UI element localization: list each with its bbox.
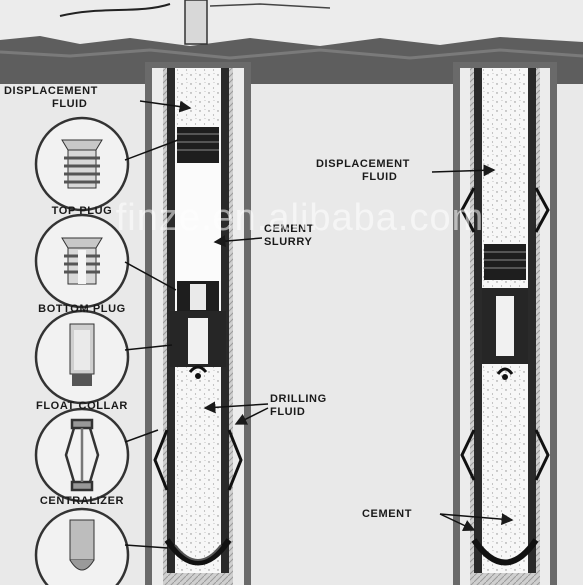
centralizer-upper-left xyxy=(153,429,243,491)
label-cement: CEMENT xyxy=(362,508,412,520)
label-bottom-plug: BOTTOM PLUG xyxy=(38,303,126,315)
label-top-plug: TOP PLUG xyxy=(52,205,113,217)
component-centralizer xyxy=(34,407,159,503)
component-top-plug xyxy=(34,116,179,212)
label-centralizer: CENTRALIZER xyxy=(40,495,124,507)
label-cement-slurry-2: SLURRY xyxy=(264,236,312,248)
label-cement-slurry-1: CEMENT xyxy=(264,223,314,235)
label-displacement-left-2: FLUID xyxy=(52,98,87,110)
cement-slurry-left xyxy=(175,163,221,281)
label-displacement-right-1: DISPLACEMENT xyxy=(316,158,410,170)
label-drilling-fluid-1: DRILLING xyxy=(270,393,327,405)
bottom-plug-in-casing xyxy=(177,281,219,311)
centralizer-right xyxy=(460,187,550,481)
top-plug-in-casing xyxy=(177,127,219,163)
float-collar-right xyxy=(482,288,528,380)
component-bottom-plug xyxy=(34,213,177,309)
component-float-collar xyxy=(34,309,173,405)
label-displacement-right-2: FLUID xyxy=(362,171,397,183)
left-well xyxy=(145,62,251,585)
float-collar-icon xyxy=(69,323,95,386)
label-float-collar: FLOAT COLLAR xyxy=(36,400,128,412)
label-displacement-left-1: DISPLACEMENT xyxy=(4,85,98,97)
top-plug-icon xyxy=(61,139,103,189)
right-well xyxy=(453,62,557,585)
centralizer-icon xyxy=(64,418,100,492)
bottom-plug-icon xyxy=(61,237,103,285)
label-drilling-fluid-2: FLUID xyxy=(270,406,305,418)
wellhead-pipe xyxy=(184,0,208,45)
top-plug-landed xyxy=(484,244,526,280)
component-guide-shoe xyxy=(34,507,169,585)
float-collar-in-casing xyxy=(170,311,226,379)
guide-shoe-left xyxy=(164,538,232,566)
guide-shoe-right xyxy=(471,538,539,566)
watermark: finze.en.alibaba.com xyxy=(116,197,485,239)
guide-shoe-icon xyxy=(69,519,95,571)
